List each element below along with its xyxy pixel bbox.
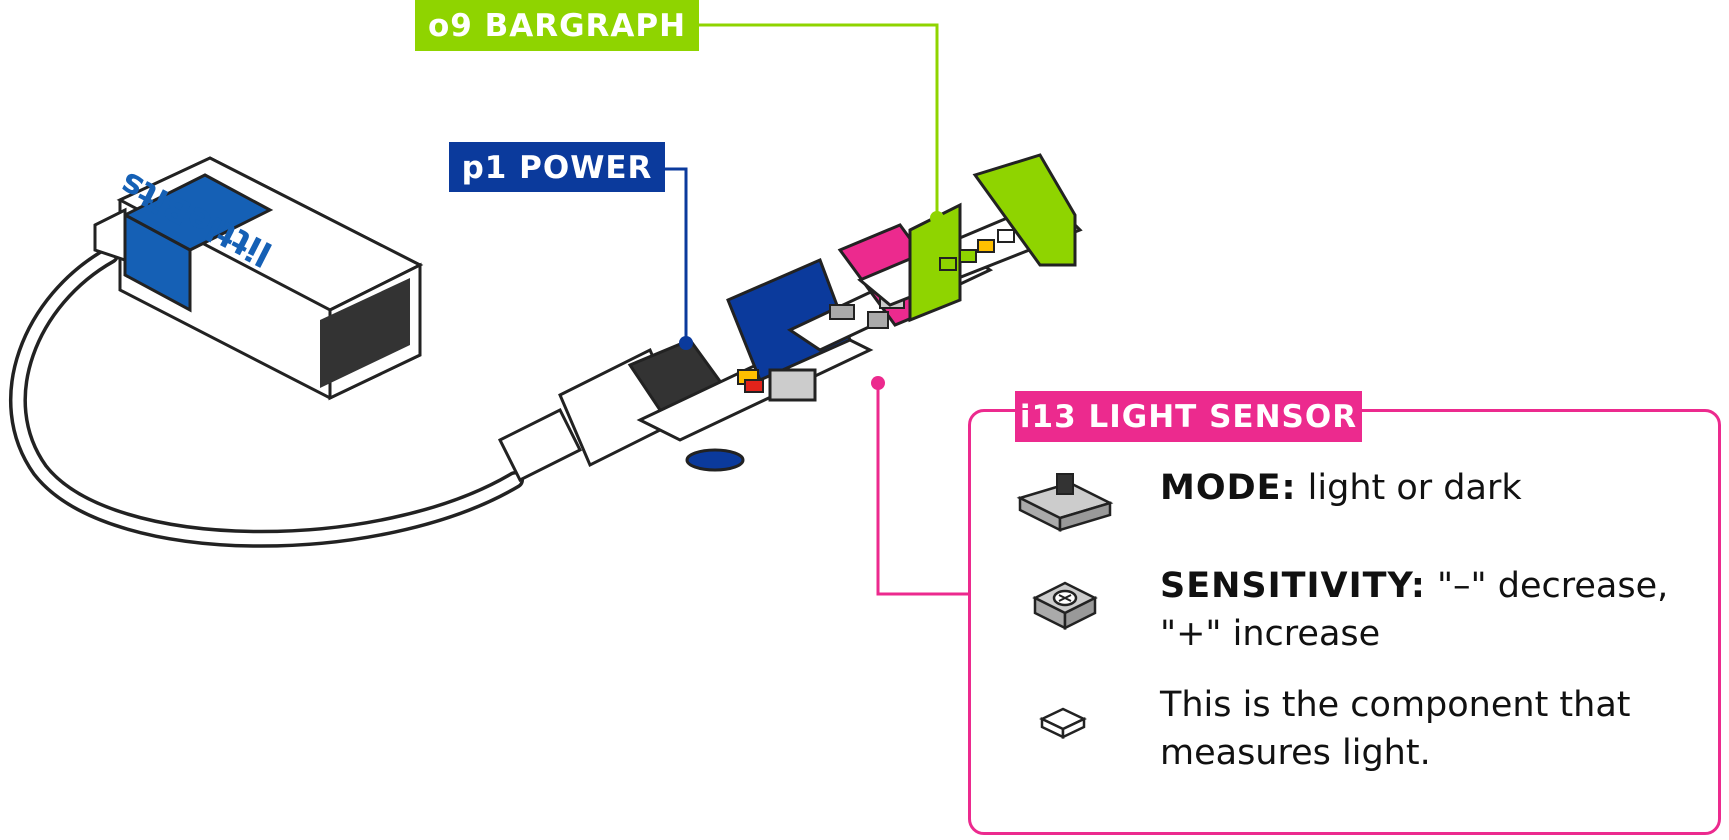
bargraph-label: o9 BARGRAPH [415,0,699,51]
power-label: p1 POWER [449,142,665,192]
component-description: This is the component that measures ligh… [1160,685,1631,773]
knob-icon [1032,581,1098,631]
bargraph-module [857,153,1083,323]
sensor-leader-line [876,383,968,596]
bargraph-leader-line [699,23,939,218]
slide-switch-icon [1016,473,1114,533]
sensor-label: i13 LIGHT SENSOR [1015,391,1362,442]
sensitivity-description: SENSITIVITY: "–" decrease, "+" increase [1160,566,1669,654]
power-leader-line [665,167,688,343]
photocell-icon [1039,707,1087,739]
battery-icon: littleBits [93,156,424,401]
mode-description: MODE: light or dark [1160,468,1522,508]
